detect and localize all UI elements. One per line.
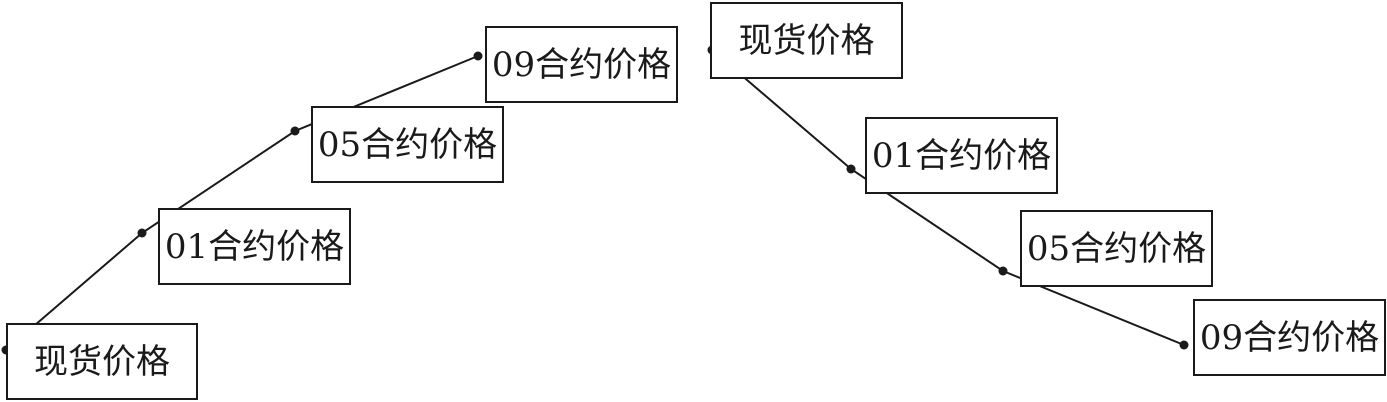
right-dot-09 [1179,340,1189,350]
left-05-contract-box: 05合约价格 [311,106,504,183]
left-dot-05 [290,126,300,136]
right-dot-05 [998,266,1008,276]
left-dot-01 [137,228,147,238]
left-rising-line [5,55,479,351]
left-09-contract-box: 09合约价格 [485,26,678,103]
right-falling-line [711,49,1185,346]
right-01-contract-box: 01合约价格 [865,117,1058,194]
right-dot-01 [846,164,856,174]
left-01-contract-box: 01合约价格 [158,208,351,285]
left-dot-09 [473,51,483,61]
right-05-contract-box: 05合约价格 [1020,210,1213,287]
right-spot-price-box: 现货价格 [710,2,903,79]
right-09-contract-box: 09合约价格 [1193,299,1386,376]
left-spot-price-box: 现货价格 [6,323,198,400]
